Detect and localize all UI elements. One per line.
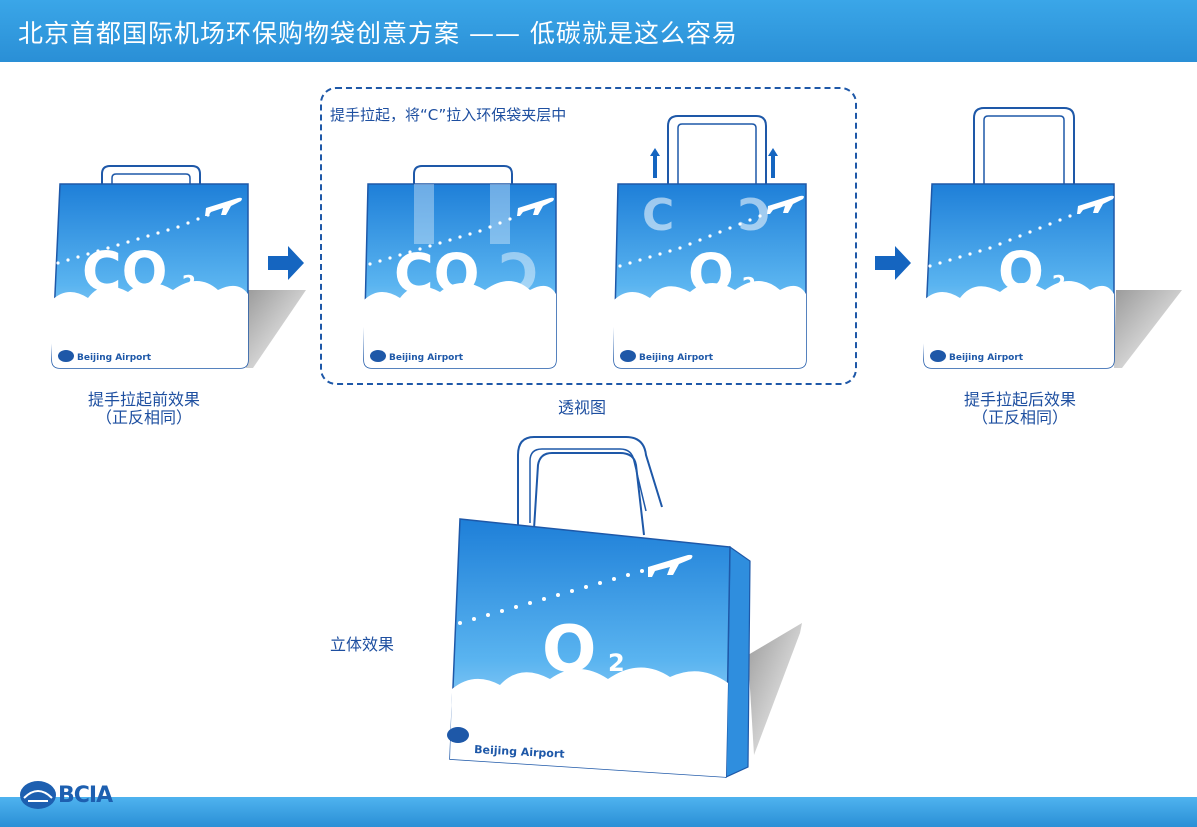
arrow-right-icon: [268, 246, 304, 280]
svg-text:Beijing Airport: Beijing Airport: [389, 353, 464, 363]
arrow-up-icon: [650, 148, 660, 178]
bag-xray-o2: C C O 2 Beijing Airport: [613, 115, 807, 369]
airport-logo-icon: [620, 350, 636, 362]
bcia-logo-text: BCIA: [58, 783, 113, 808]
page-title: 北京首都国际机场环保购物袋创意方案 —— 低碳就是这么容易: [18, 19, 738, 48]
arrow-right-icon: [875, 246, 911, 280]
svg-text:O: O: [998, 240, 1044, 303]
airport-logo-icon: [930, 350, 946, 362]
bcia-logo-icon: [20, 781, 56, 809]
caption-solid: 立体效果: [330, 635, 395, 654]
svg-text:2: 2: [1052, 271, 1066, 295]
bag-3d: O 2 Beijing Airport: [447, 436, 802, 778]
svg-text:C: C: [738, 190, 770, 241]
bag-after: O 2 Beijing Airport: [923, 107, 1182, 369]
svg-text:O: O: [688, 242, 734, 305]
caption-xray: 透视图: [558, 398, 607, 417]
svg-text:2: 2: [182, 271, 196, 295]
svg-text:C: C: [498, 242, 538, 305]
bag-shadow: [748, 623, 802, 755]
airplane-icon: [1077, 195, 1114, 214]
header-bar: 北京首都国际机场环保购物袋创意方案 —— 低碳就是这么容易: [0, 0, 1197, 62]
airplane-icon: [517, 197, 554, 216]
svg-text:O: O: [542, 613, 596, 687]
caption-before: 提手拉起前效果 （正反相同）: [88, 390, 201, 427]
arrow-up-icon: [768, 148, 778, 178]
airport-logo-icon: [58, 350, 74, 362]
xray-frame: [320, 87, 857, 385]
airplane-icon: [648, 554, 693, 577]
caption-after: 提手拉起后效果 （正反相同）: [964, 390, 1077, 427]
svg-text:C: C: [642, 190, 674, 241]
svg-text:2: 2: [608, 649, 625, 677]
svg-text:Beijing Airport: Beijing Airport: [949, 353, 1024, 363]
co2-label: CO: [82, 240, 168, 303]
airport-logo-icon: [370, 350, 386, 362]
bag-xray-co2: CO C Beijing Airport: [363, 165, 557, 369]
svg-text:CO: CO: [394, 242, 480, 305]
airplane-icon: [205, 197, 242, 216]
svg-text:Beijing Airport: Beijing Airport: [77, 353, 152, 363]
svg-text:2: 2: [742, 273, 756, 297]
airplane-icon: [767, 195, 804, 214]
bag-before: CO 2 Beijing Airport: [51, 165, 306, 369]
svg-text:Beijing Airport: Beijing Airport: [474, 743, 565, 761]
bag-shadow: [246, 290, 306, 368]
svg-text:Beijing Airport: Beijing Airport: [639, 353, 714, 363]
bag-shadow: [1114, 290, 1182, 368]
airport-logo-icon: [447, 727, 469, 743]
footer-bar: [0, 797, 1197, 827]
xray-note: 提手拉起，将“C”拉入环保袋夹层中: [330, 106, 567, 124]
